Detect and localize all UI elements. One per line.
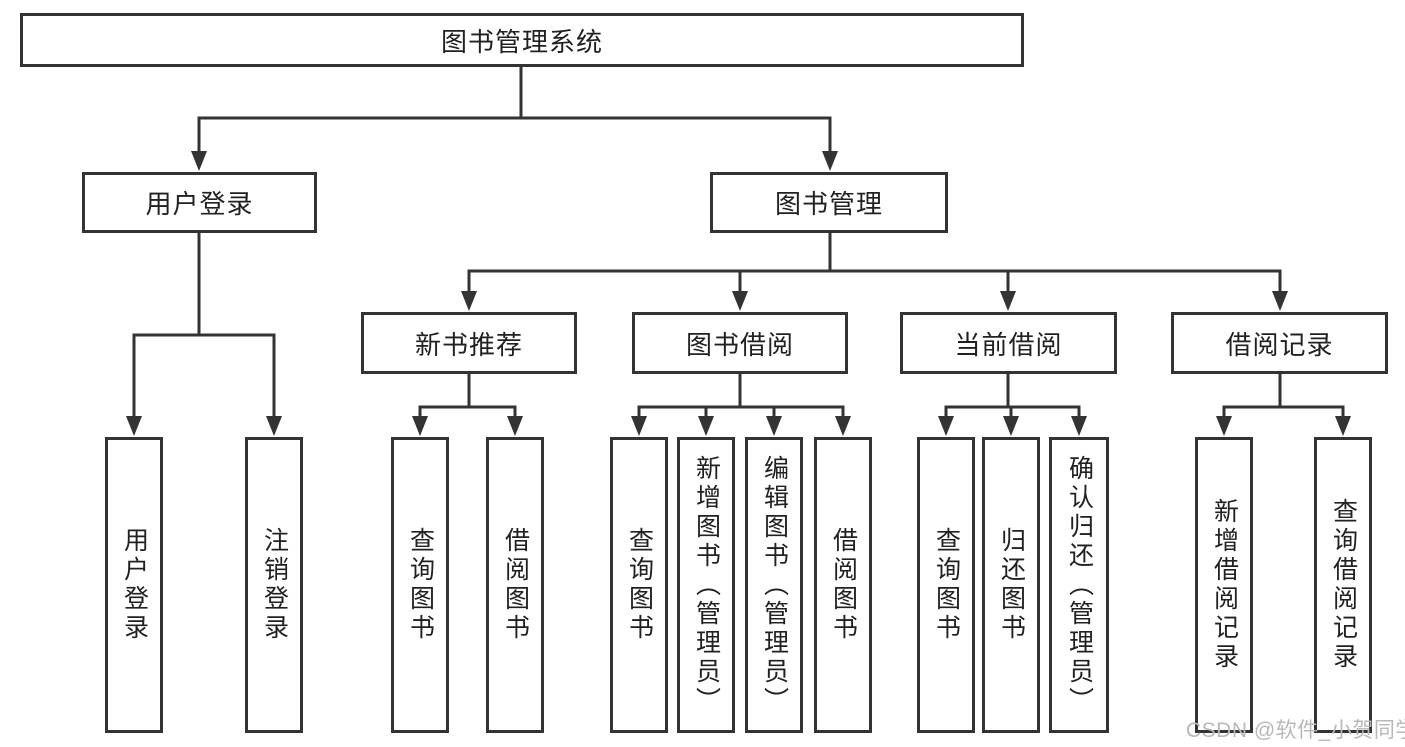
node-leaf-add-borrow-record: 新增借阅记录 [1195,437,1253,733]
node-leaf-add-books-admin-label: 新增图书（管理员） [692,454,721,716]
node-leaf-query-books-current-label: 查询图书 [932,527,961,643]
node-book-management-label: 图书管理 [774,189,883,219]
node-new-book-recommend: 新书推荐 [361,312,577,374]
node-leaf-confirm-return-admin-label: 确认归还（管理员） [1065,454,1094,716]
node-book-borrowing: 图书借阅 [632,312,848,374]
node-leaf-user-login-label: 用户登录 [120,527,149,643]
node-leaf-add-books-admin: 新增图书（管理员） [677,437,735,733]
node-leaf-borrow-books-label: 借阅图书 [829,527,858,643]
node-leaf-borrow-books-recommend-label: 借阅图书 [501,527,530,643]
node-leaf-query-borrow-record-label: 查询借阅记录 [1329,498,1358,672]
node-leaf-borrow-books: 借阅图书 [814,437,872,733]
node-new-book-recommend-label: 新书推荐 [414,329,523,360]
node-user-login: 用户登录 [82,172,317,233]
node-leaf-logout: 注销登录 [245,437,303,733]
node-leaf-query-books-recommend: 查询图书 [391,437,449,733]
node-leaf-add-borrow-record-label: 新增借阅记录 [1210,498,1239,672]
node-root-system: 图书管理系统 [20,13,1024,67]
node-leaf-logout-label: 注销登录 [260,527,289,643]
node-leaf-return-books: 归还图书 [982,437,1040,733]
node-current-borrowing-label: 当前借阅 [954,329,1063,360]
node-leaf-query-books-borrow-label: 查询图书 [625,527,654,643]
node-leaf-edit-books-admin: 编辑图书（管理员） [745,437,803,733]
node-user-login-label: 用户登录 [145,189,254,219]
node-root-system-label: 图书管理系统 [440,26,603,57]
node-current-borrowing: 当前借阅 [900,312,1117,374]
csdn-watermark: CSDN @软件_小贺同学 [1186,719,1405,742]
node-leaf-query-books-recommend-label: 查询图书 [406,527,435,643]
node-leaf-query-books-current: 查询图书 [917,437,975,733]
node-leaf-user-login: 用户登录 [105,437,163,733]
node-leaf-query-books-borrow: 查询图书 [610,437,668,733]
node-leaf-query-borrow-record: 查询借阅记录 [1314,437,1372,733]
node-borrowing-records: 借阅记录 [1171,312,1388,374]
node-book-borrowing-label: 图书借阅 [685,329,794,360]
node-leaf-borrow-books-recommend: 借阅图书 [486,437,544,733]
node-leaf-return-books-label: 归还图书 [997,527,1026,643]
node-leaf-confirm-return-admin: 确认归还（管理员） [1049,437,1109,733]
node-leaf-edit-books-admin-label: 编辑图书（管理员） [760,454,789,716]
node-book-management: 图书管理 [710,172,948,233]
node-borrowing-records-label: 借阅记录 [1225,329,1334,360]
